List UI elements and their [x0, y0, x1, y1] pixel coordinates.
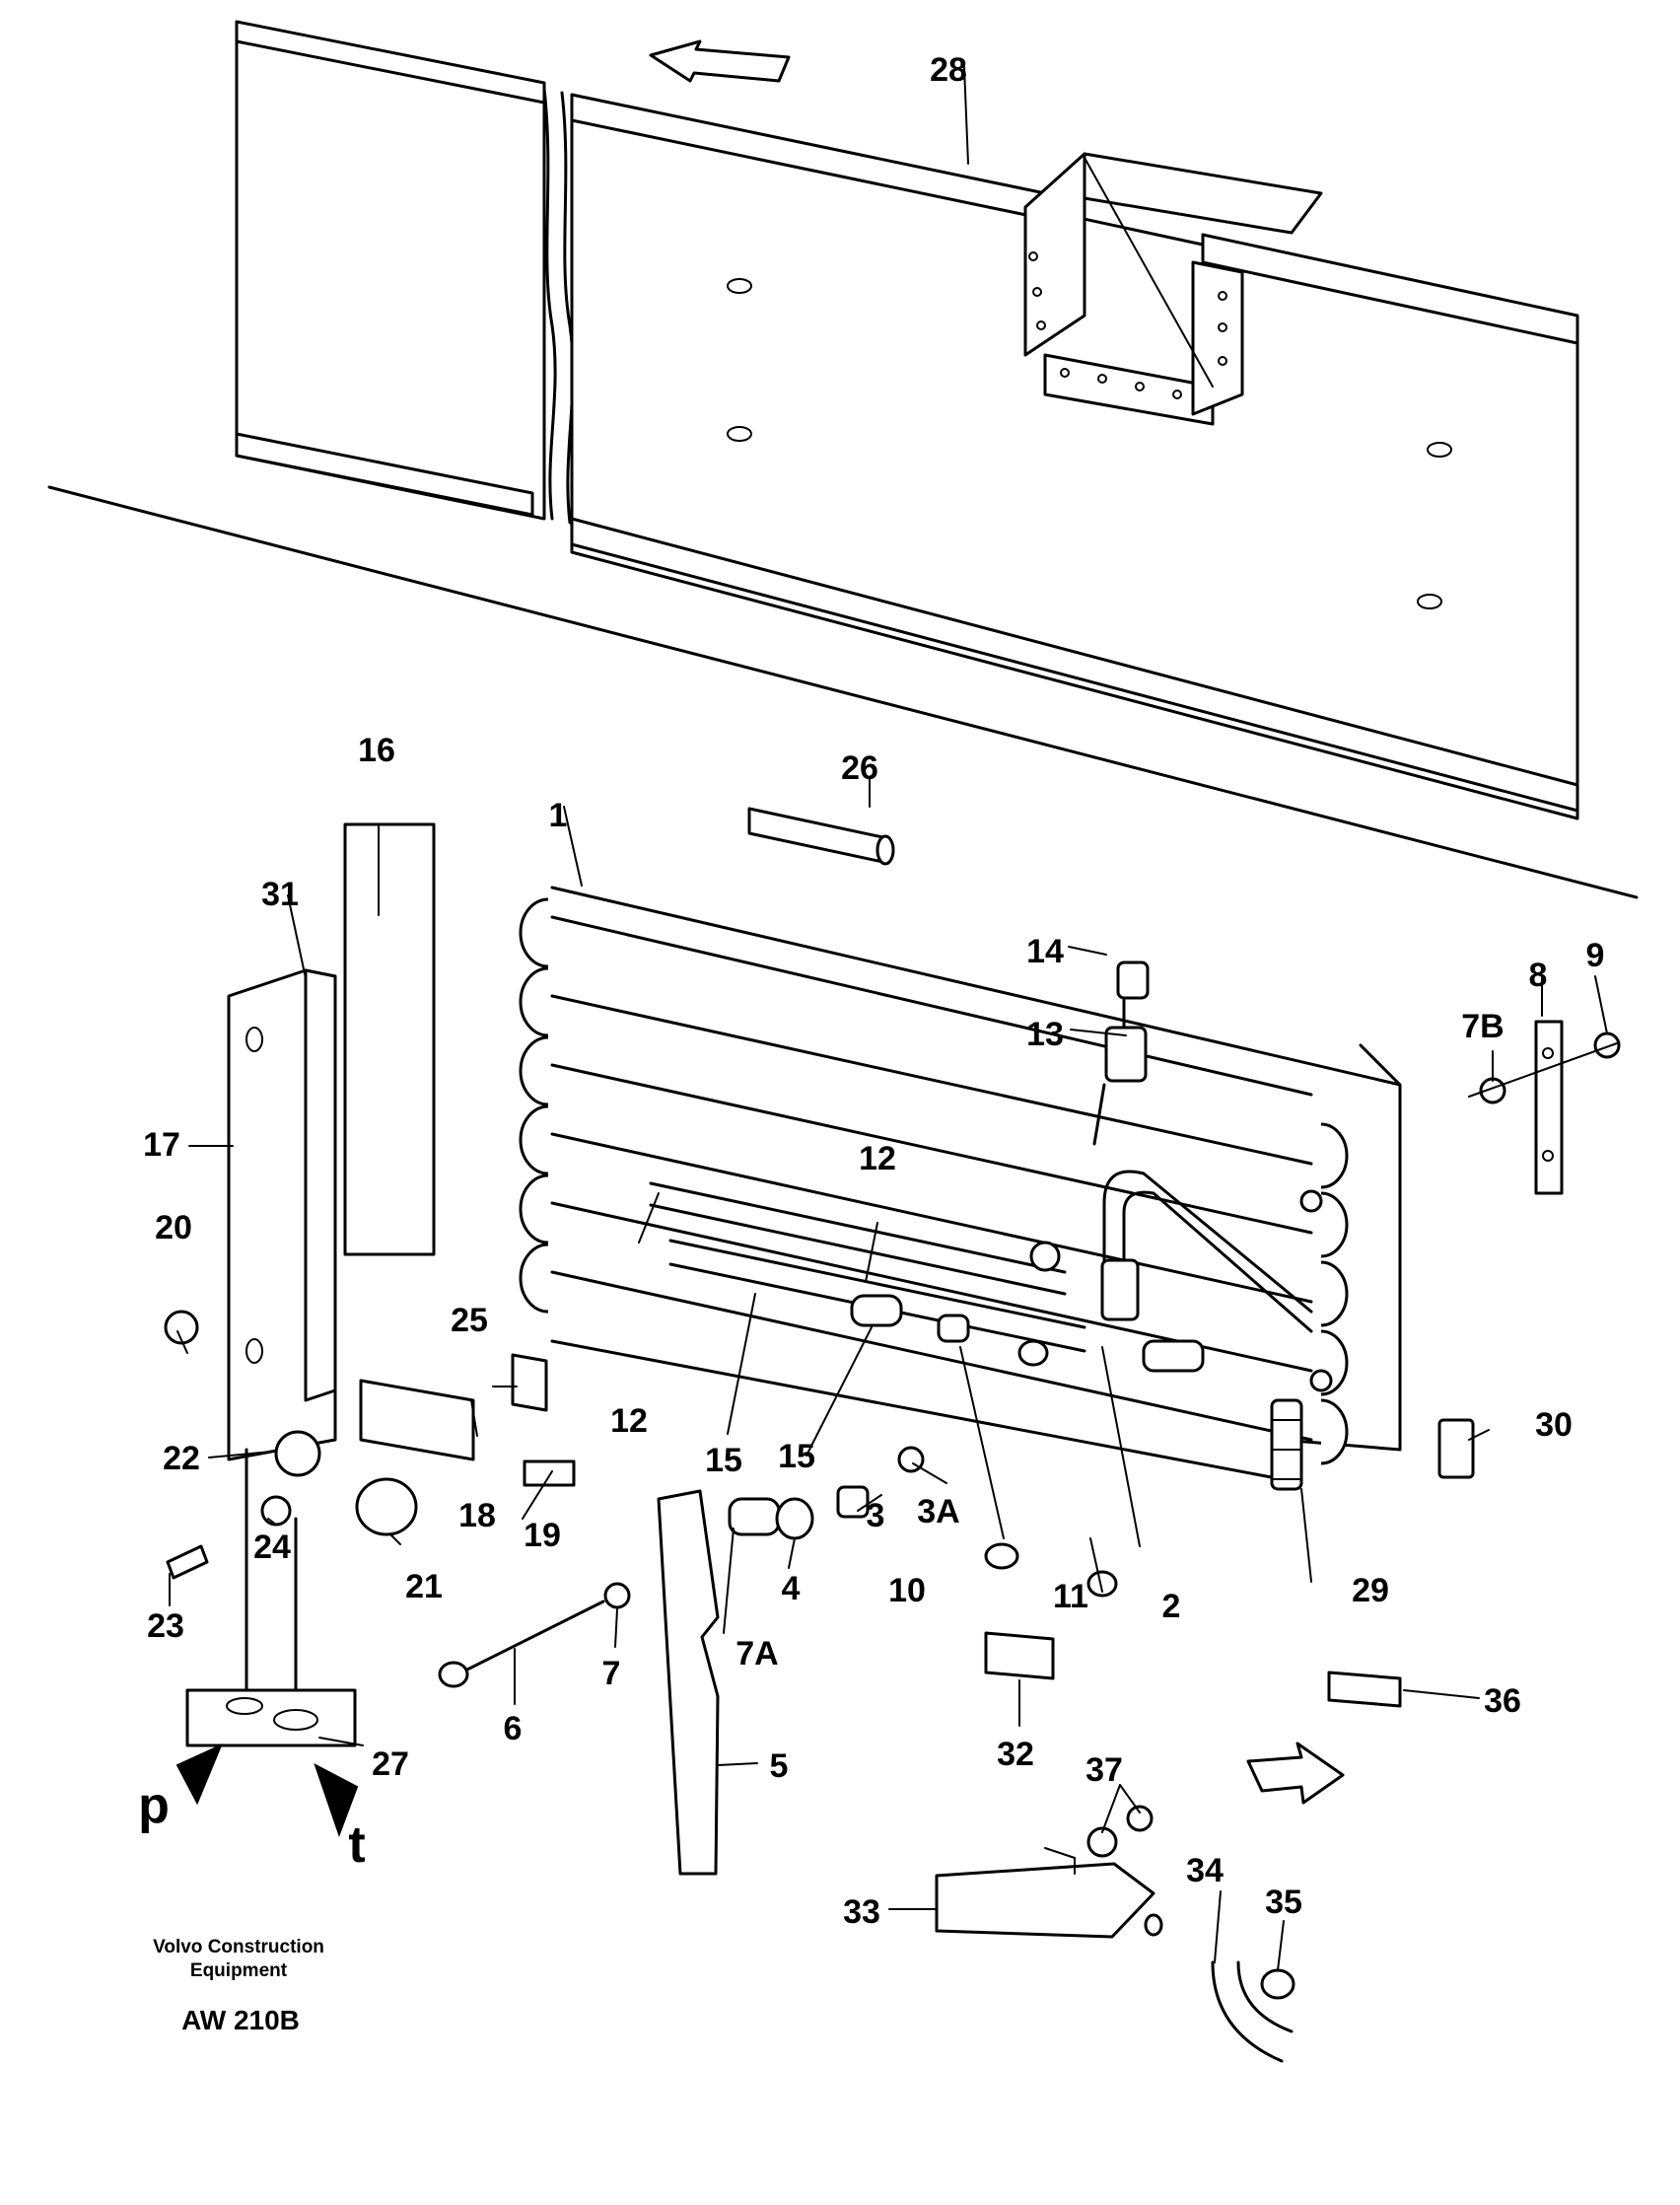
- support-plate: [438, 1446, 1118, 1876]
- leader-lines: [169, 66, 1608, 1971]
- callout-13: 13: [1026, 1016, 1064, 1053]
- callout-23: 23: [147, 1607, 184, 1645]
- callout-1: 1: [549, 797, 568, 834]
- footer: Volvo Construction Equipment AW 210B: [153, 1937, 324, 2035]
- callout-30: 30: [1535, 1406, 1573, 1444]
- callout-32: 32: [997, 1736, 1034, 1773]
- callout-8: 8: [1529, 957, 1548, 994]
- callout-4: 4: [782, 1570, 801, 1607]
- callout-5: 5: [770, 1747, 789, 1785]
- filler-strip: [747, 807, 895, 866]
- callout-21: 21: [405, 1568, 443, 1605]
- callout-27: 27: [372, 1745, 409, 1783]
- callout-6: 6: [504, 1710, 523, 1747]
- refrigerant-hoses: [649, 1181, 1205, 1373]
- callout-7B: 7B: [1461, 1008, 1504, 1045]
- sensor: [1437, 1418, 1475, 1479]
- callout-12b: 12: [610, 1402, 648, 1440]
- callout-12a: 12: [859, 1140, 896, 1177]
- condenser-coil: [519, 886, 1402, 1491]
- hose-clamps: [166, 1353, 576, 1580]
- callout-35: 35: [1265, 1884, 1302, 1921]
- flow-arrow-left-icon: [649, 39, 791, 83]
- brand-line-1: Volvo Construction: [153, 1937, 324, 1957]
- callout-16: 16: [358, 732, 395, 769]
- callout-29: 29: [1352, 1572, 1389, 1609]
- callout-36: 36: [1484, 1682, 1521, 1720]
- callout-25: 25: [451, 1302, 488, 1339]
- callout-26: 26: [841, 749, 878, 787]
- port-label-t: t: [348, 1816, 365, 1874]
- manifold-block: [175, 1448, 359, 1837]
- callout-34: 34: [1186, 1852, 1224, 1889]
- callout-28: 28: [930, 51, 967, 89]
- callout-31: 31: [261, 876, 299, 913]
- callout-20: 20: [155, 1209, 192, 1246]
- callout-2: 2: [1162, 1588, 1181, 1625]
- callout-33: 33: [843, 1893, 880, 1931]
- callout-9: 9: [1586, 937, 1605, 974]
- callout-7: 7: [602, 1655, 621, 1692]
- callout-10: 10: [888, 1572, 926, 1609]
- callout-18: 18: [458, 1497, 496, 1534]
- callout-22: 22: [163, 1440, 200, 1477]
- mounting-bracket: [1468, 1020, 1621, 1195]
- drawing-code: AW 210B: [181, 2005, 300, 2035]
- brand-line-2: Equipment: [190, 1960, 288, 1981]
- callout-15a: 15: [705, 1442, 742, 1479]
- callout-3A: 3A: [917, 1493, 959, 1530]
- callouts: 28 26 1 16 31 14 13 7B 8 9 17 12 20 25 1…: [138, 51, 1604, 1931]
- callout-14: 14: [1026, 933, 1064, 970]
- callout-11: 11: [1053, 1578, 1088, 1615]
- accessories: [935, 1631, 1402, 2063]
- callout-24: 24: [253, 1529, 291, 1566]
- callout-15b: 15: [778, 1438, 815, 1475]
- service-valve: [1092, 960, 1150, 1146]
- port-label-p: p: [138, 1777, 170, 1834]
- callout-37: 37: [1085, 1751, 1123, 1789]
- callout-3: 3: [867, 1497, 885, 1534]
- panel-assembly: [47, 20, 1639, 899]
- side-frame: [164, 822, 436, 1461]
- callout-7A: 7A: [735, 1635, 778, 1672]
- flow-arrow-right-icon: [1246, 1742, 1345, 1805]
- callout-19: 19: [524, 1517, 561, 1554]
- callout-17: 17: [143, 1126, 180, 1164]
